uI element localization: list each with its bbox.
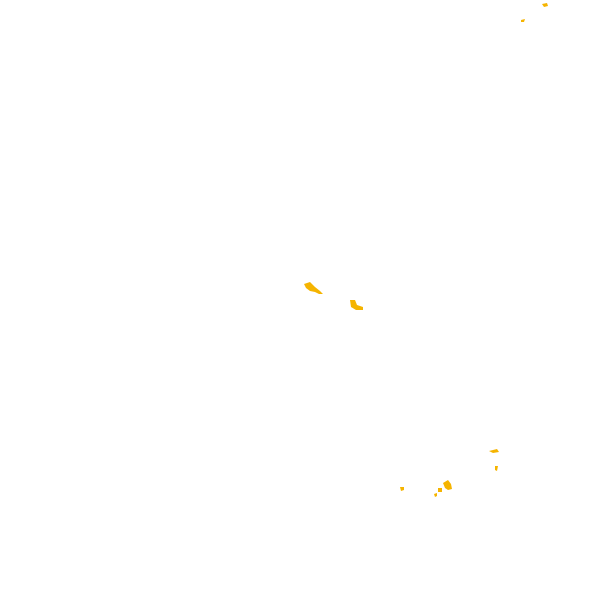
island-shape-1: [542, 3, 548, 7]
island-shape-9: [438, 488, 442, 492]
island-shape-2: [521, 19, 525, 22]
island-shape-11: [447, 485, 450, 487]
island-shape-5: [489, 449, 499, 453]
island-shape-4: [350, 300, 363, 310]
island-shape-7: [400, 487, 404, 491]
island-shape-6: [495, 466, 498, 471]
island-shape-3: [304, 282, 323, 294]
island-shape-10: [434, 493, 437, 497]
